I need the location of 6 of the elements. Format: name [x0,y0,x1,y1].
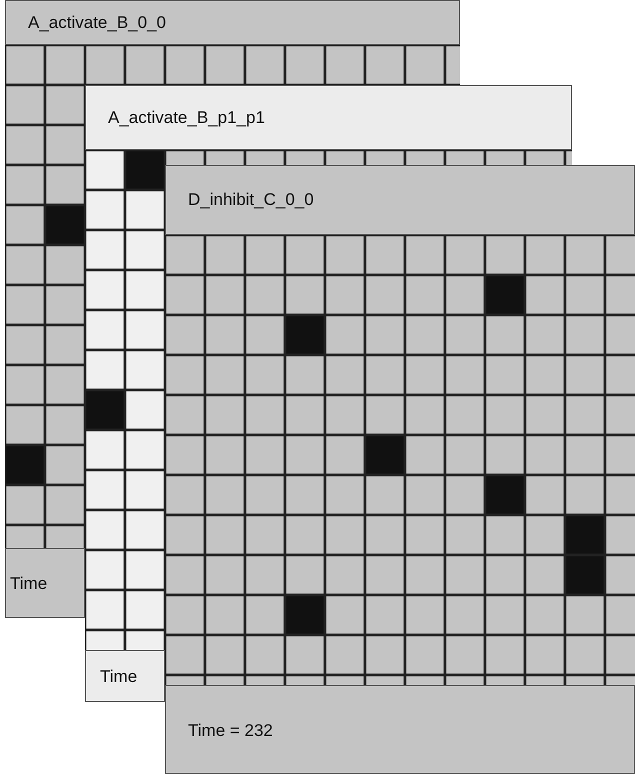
panel-header [85,85,572,150]
panel-title: A_activate_B_p1_p1 [108,108,265,128]
panel-title: A_activate_B_0_0 [28,12,166,32]
time-label: Time = 232 [165,685,635,774]
time-label: Time [85,650,165,702]
panel-title: D_inhibit_C_0_0 [188,190,314,210]
